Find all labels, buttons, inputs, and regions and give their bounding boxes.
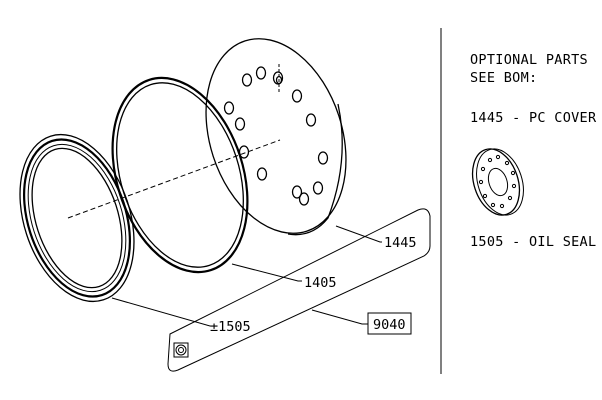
leader-1405	[231, 263, 302, 282]
assembly-axis	[67, 139, 281, 219]
callout-1445: 1445	[384, 235, 417, 251]
kit-bracket	[167, 208, 431, 372]
leader-1445	[335, 225, 382, 243]
kit-number-box	[367, 312, 412, 335]
optional-parts-heading: OPTIONAL PARTS	[470, 52, 588, 68]
see-bom-text: SEE BOM:	[470, 70, 537, 86]
leader-1505	[111, 297, 214, 327]
pc-cover-part	[205, 38, 347, 236]
pc-cover-thumbnail	[471, 148, 524, 216]
seal-kit-icon	[173, 342, 189, 358]
optional-item-pc-cover: 1445 - PC COVER	[470, 110, 597, 126]
optional-item-oil-seal: 1505 - OIL SEAL	[470, 234, 596, 250]
callout-9040: 9040	[373, 317, 406, 333]
bolt-holes	[223, 66, 329, 206]
leader-9040	[311, 309, 368, 325]
callout-1405: 1405	[304, 275, 337, 291]
callout-1505: ±1505	[210, 319, 251, 335]
